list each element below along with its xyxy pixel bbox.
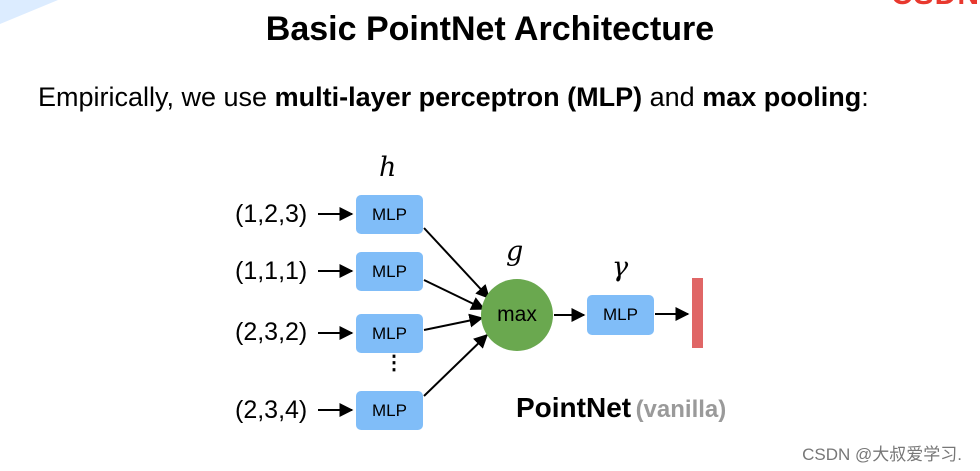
mlp-gamma-block: MLP	[587, 295, 654, 335]
diagram-caption: PointNet (vanilla)	[516, 392, 726, 424]
csdn-logo: CSDN	[891, 0, 980, 12]
input-point-2: (1,1,1)	[235, 257, 308, 285]
slide-title: Basic PointNet Architecture	[265, 10, 715, 48]
mlp-block-1: MLP	[356, 195, 423, 234]
caption-vanilla: (vanilla)	[635, 396, 727, 423]
arrow-mlp4-max	[423, 334, 489, 397]
mlp-block-4: MLP	[356, 391, 423, 430]
input-point-4: (2,3,4)	[235, 396, 308, 424]
mlp-block-3: MLP	[356, 314, 423, 353]
max-pool-node: max	[481, 279, 553, 351]
corner-decoration	[0, 0, 58, 24]
subtitle-text-3: :	[861, 82, 869, 112]
h-symbol: h	[379, 152, 397, 183]
arrow-mlp2-max	[423, 279, 486, 310]
subtitle-bold-mlp: multi-layer perceptron (MLP)	[274, 82, 643, 112]
subtitle-bold-maxpool: max pooling	[702, 82, 862, 112]
input-point-3: (2,3,2)	[235, 318, 308, 346]
gamma-symbol: γ	[612, 252, 629, 283]
caption-pointnet: PointNet	[516, 392, 632, 423]
arrow-mlp3-max	[423, 313, 484, 331]
watermark: CSDN @大叔爱学习.	[802, 445, 962, 464]
input-point-1: (1,2,3)	[235, 200, 308, 228]
subtitle-text-2: and	[642, 82, 703, 112]
slide-subtitle: Empirically, we use multi-layer perceptr…	[38, 82, 869, 113]
subtitle-text-1: Empirically, we use	[38, 82, 275, 112]
g-symbol: g	[506, 236, 524, 267]
mlp-block-2: MLP	[356, 252, 423, 291]
global-feature-bar	[692, 278, 703, 348]
ellipsis: ⋮	[384, 352, 404, 374]
arrow-mlp1-max	[423, 227, 490, 300]
